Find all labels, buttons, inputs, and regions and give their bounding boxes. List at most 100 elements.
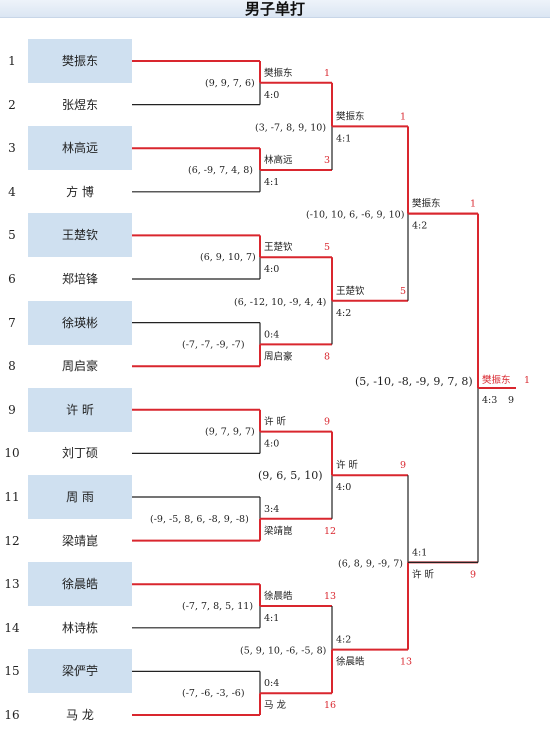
match-winner-name: 马 龙 (264, 699, 287, 711)
match-winner-seed: 16 (324, 700, 336, 711)
match-winner-seed: 13 (324, 591, 336, 602)
match-game-scores: (-7, -7, -9, -7) (182, 339, 245, 350)
match-game-scores: (9, 7, 9, 7) (205, 427, 255, 438)
match-score: 4:1 (264, 177, 279, 188)
match-winner-name: 梁靖崑 (264, 525, 293, 537)
match-game-scores: (-7, 7, 8, 5, 11) (182, 601, 253, 612)
match-winner-seed: 8 (324, 351, 330, 362)
match-score: 0:4 (264, 329, 279, 340)
match-winner-name: 许 昕 (412, 568, 435, 580)
match-score: 0:4 (264, 678, 279, 689)
match-game-scores: (9, 6, 5, 10) (258, 469, 323, 482)
player-seed: 3 (8, 141, 16, 156)
page-title: 男子单打 (244, 0, 305, 18)
match-winner-name: 王楚钦 (264, 241, 293, 253)
player-seed: 13 (4, 577, 20, 592)
champion-seed: 1 (524, 375, 530, 386)
player-seed: 5 (8, 228, 16, 243)
player-name: 周启豪 (61, 359, 98, 374)
final-score-note: 9 (508, 395, 514, 406)
match-score: 4:0 (264, 439, 279, 450)
match-winner-name: 周启豪 (264, 350, 293, 362)
title-bar (0, 0, 550, 18)
player-name: 林高远 (61, 141, 98, 156)
match-game-scores: (-9, -5, 8, 6, -8, 9, -8) (150, 514, 249, 525)
player-seed: 11 (4, 490, 20, 504)
match-winner-seed: 1 (470, 199, 476, 210)
player-seed: 4 (8, 184, 16, 199)
match-winner-seed: 3 (324, 155, 330, 166)
player-box (28, 39, 132, 83)
player-seed: 14 (4, 620, 20, 635)
player-name: 王楚钦 (61, 228, 98, 243)
match-score: 4:1 (336, 133, 351, 144)
player-seed: 9 (8, 402, 16, 417)
player-name: 张煜东 (61, 97, 98, 112)
match-score: 3:4 (264, 504, 279, 515)
match-game-scores: (-10, 10, 6, -6, 9, 10) (306, 210, 404, 221)
player-name: 梁靖崑 (61, 533, 98, 548)
match-score: 4:1 (264, 613, 279, 624)
player-name: 周 雨 (66, 490, 94, 504)
player-name: 梁俨苧 (61, 664, 98, 679)
player-seed: 1 (8, 54, 16, 68)
match-game-scores: (6, -9, 7, 4, 8) (188, 165, 253, 176)
match-score: 4:2 (336, 308, 351, 319)
match-winner-name: 王楚钦 (336, 285, 365, 297)
match-winner-seed: 13 (400, 657, 412, 668)
final-game-scores: (5, -10, -8, -9, 9, 7, 8) (355, 375, 473, 388)
match-score: 4:2 (336, 635, 351, 646)
match-score: 4:0 (264, 264, 279, 275)
player-name: 樊振东 (61, 54, 98, 68)
player-name: 许 昕 (66, 402, 94, 417)
player-seed: 10 (4, 446, 20, 461)
player-name: 徐瑛彬 (61, 315, 98, 330)
player-box (28, 213, 132, 258)
player-seed: 2 (8, 97, 16, 112)
player-box (28, 300, 132, 345)
match-winner-seed: 1 (324, 68, 330, 79)
player-box (28, 126, 132, 171)
match-winner-seed: 5 (324, 242, 330, 253)
match-winner-name: 许 昕 (264, 416, 287, 428)
player-seed: 7 (8, 315, 16, 330)
match-game-scores: (3, -7, 8, 9, 10) (255, 122, 326, 133)
match-winner-name: 樊振东 (336, 110, 365, 122)
player-name: 林诗栋 (61, 620, 98, 635)
match-game-scores: (5, 9, 10, -6, -5, 8) (240, 646, 326, 657)
match-winner-seed: 9 (324, 417, 330, 428)
player-box (28, 475, 132, 519)
match-winner-name: 林高远 (264, 154, 293, 166)
match-winner-name: 徐晨皓 (336, 656, 365, 668)
match-score: 4:2 (412, 221, 427, 232)
match-game-scores: (6, 8, 9, -9, 7) (338, 558, 403, 569)
match-winner-name: 徐晨皓 (264, 590, 293, 602)
player-name: 刘丁硕 (61, 446, 98, 461)
player-name: 徐晨皓 (61, 577, 98, 592)
player-box (28, 387, 132, 432)
player-name: 方 博 (66, 184, 94, 199)
match-game-scores: (-7, -6, -3, -6) (182, 688, 245, 699)
final-score: 4:3 (482, 395, 497, 406)
player-seed: 8 (8, 359, 16, 374)
match-winner-seed: 1 (400, 111, 406, 122)
player-name: 郑培锋 (61, 272, 98, 286)
match-score: 4:0 (336, 482, 351, 493)
player-box (28, 649, 132, 694)
player-seed: 6 (8, 272, 16, 286)
match-winner-name: 樊振东 (264, 67, 293, 79)
match-score: 4:1 (412, 547, 427, 558)
match-winner-name: 樊振东 (412, 198, 441, 210)
champion-name: 樊振东 (482, 374, 511, 386)
match-score: 4:0 (264, 90, 279, 101)
player-seed: 15 (4, 664, 20, 679)
match-game-scores: (6, 9, 10, 7) (200, 252, 256, 263)
player-box (28, 562, 132, 607)
player-name: 马 龙 (66, 708, 94, 722)
match-winner-name: 许 昕 (336, 459, 359, 471)
match-winner-seed: 9 (470, 569, 476, 580)
player-seed: 16 (4, 708, 20, 722)
match-game-scores: (6, -12, 10, -9, 4, 4) (234, 297, 326, 308)
match-winner-seed: 5 (400, 286, 406, 297)
